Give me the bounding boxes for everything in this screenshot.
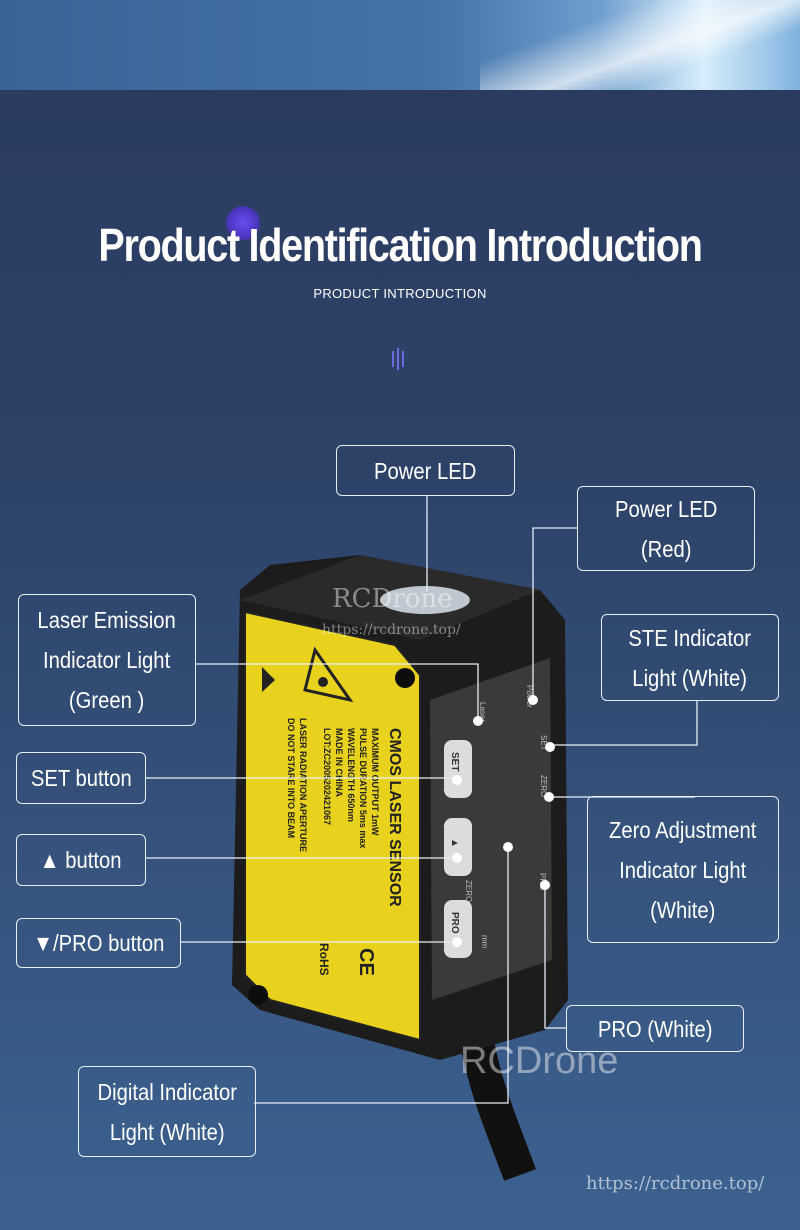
up-button-dot — [452, 853, 462, 863]
svg-text:MADE IN CHINA: MADE IN CHINA — [334, 728, 344, 797]
up-button — [444, 818, 472, 876]
callout-ste-indicator: STE Indicator Light (White) — [601, 614, 779, 701]
svg-text:LOT:ZC2005202421067: LOT:ZC2005202421067 — [322, 728, 332, 825]
svg-text:mm: mm — [480, 935, 489, 949]
mount-hole — [248, 985, 268, 1005]
pro-indicator-dot — [540, 880, 550, 890]
callout-set-button: SET button — [16, 752, 146, 804]
set-button — [444, 740, 472, 798]
svg-text:ZERO: ZERO — [464, 880, 473, 902]
svg-text:WAVELENGTH 650nm: WAVELENGTH 650nm — [346, 728, 356, 822]
svg-text:Laser: Laser — [478, 702, 487, 722]
mount-hole — [395, 668, 415, 688]
svg-text:PULSE DURATION 5ms max: PULSE DURATION 5ms max — [358, 728, 368, 848]
callout-power-led-red: Power LED (Red) — [577, 486, 755, 571]
svg-text:LASER RADIATION APERTURE: LASER RADIATION APERTURE — [298, 718, 308, 852]
page-title: Product Identification Introduction — [98, 219, 702, 271]
rohs-mark: RoHS — [317, 943, 331, 976]
indicator-dots — [452, 695, 555, 947]
decorative-orb — [226, 206, 260, 240]
watermark-brand-large: RCDrone — [460, 1040, 619, 1082]
svg-text:PRO: PRO — [449, 912, 460, 934]
set-button-dot — [452, 775, 462, 785]
callout-up-button: ▲ button — [16, 834, 146, 886]
pro-button-dot — [452, 937, 462, 947]
svg-text:▲: ▲ — [449, 838, 460, 848]
laser-warning-icon — [303, 646, 354, 703]
decorative-bars-icon — [390, 348, 406, 370]
top-banner — [0, 0, 800, 90]
watermark-brand: RCDrone — [332, 584, 453, 614]
svg-text:SET: SET — [449, 752, 460, 771]
watermark-url: https://rcdrone.top/ — [322, 622, 461, 638]
yellow-label — [244, 610, 421, 1042]
svg-text:SET: SET — [539, 735, 548, 751]
callout-zero-adjustment: Zero Adjustment Indicator Light (White) — [587, 796, 779, 943]
power-led-window — [380, 586, 470, 614]
laser-dot — [473, 716, 483, 726]
footer-url: https://rcdrone.top/ — [586, 1173, 765, 1194]
digital-dot — [503, 842, 513, 852]
svg-text:MAXIMUM OUTPUT 1mW: MAXIMUM OUTPUT 1mW — [370, 728, 380, 836]
page-subtitle: PRODUCT INTRODUCTION — [313, 286, 487, 301]
zero-dot — [544, 792, 554, 802]
callout-digital-indicator: Digital Indicator Light (White) — [78, 1066, 256, 1157]
label-title: CMOS LASER SENSOR — [386, 728, 403, 907]
callout-laser-emission: Laser Emission Indicator Light (Green ) — [18, 594, 196, 726]
callout-power-led: Power LED — [336, 445, 515, 496]
set-indicator-dot — [545, 742, 555, 752]
arrow-icon — [262, 667, 275, 692]
callout-pro-white: PRO (White) — [566, 1005, 744, 1052]
ce-mark: CE — [355, 948, 377, 976]
down-pro-button — [444, 900, 472, 958]
power-dot — [528, 695, 538, 705]
leader-lines — [145, 495, 698, 1104]
svg-text:ZERO: ZERO — [539, 775, 548, 797]
callout-down-pro-button: ▼/PRO button — [16, 918, 181, 968]
